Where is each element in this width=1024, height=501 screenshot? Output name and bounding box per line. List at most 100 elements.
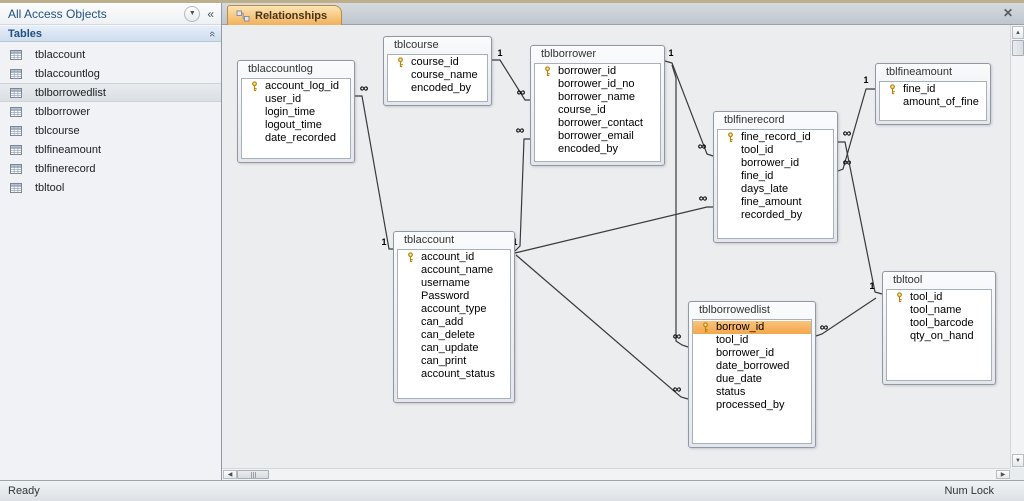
field-tblcourse-course_id[interactable]: course_id [388, 56, 487, 69]
sidebar-item-tblfineamount[interactable]: tblfineamount [0, 140, 221, 159]
field-tblaccountlog-user_id[interactable]: user_id [242, 93, 350, 106]
relationship-tblborrower-tblborrowedlist[interactable]: ∞ [671, 64, 689, 348]
close-document-button[interactable]: ✕ [1000, 6, 1016, 22]
field-tblfineamount-fine_id[interactable]: fine_id [880, 83, 986, 96]
field-tblfinerecord-fine_id[interactable]: fine_id [718, 170, 833, 183]
relationship-tblaccount-tblborrowedlist[interactable]: ∞ [515, 254, 689, 400]
field-tblborrower-borrower_id[interactable]: borrower_id [535, 65, 660, 78]
field-tblfinerecord-fine_amount[interactable]: fine_amount [718, 196, 833, 209]
field-tblaccountlog-account_log_id[interactable]: account_log_id [242, 80, 350, 93]
tab-label: Relationships [255, 9, 328, 22]
horizontal-scrollbar-thumb[interactable] [237, 470, 269, 479]
relationship-tbltool-tblborrowedlist[interactable]: ∞ [815, 297, 877, 337]
relationship-tblaccount-tblborrower[interactable]: ∞1 [512, 123, 530, 252]
field-tblaccount-account_type[interactable]: account_type [398, 303, 510, 316]
sidebar-item-label: tblcourse [35, 124, 80, 137]
field-tblcourse-encoded_by[interactable]: encoded_by [388, 82, 487, 95]
table-icon [10, 144, 22, 155]
field-tblborrowedlist-date_borrowed[interactable]: date_borrowed [693, 360, 811, 373]
field-tblaccount-account_status[interactable]: account_status [398, 368, 510, 381]
field-tblaccount-can_add[interactable]: can_add [398, 316, 510, 329]
vertical-scrollbar-thumb[interactable] [1012, 40, 1024, 56]
field-tblaccount-can_print[interactable]: can_print [398, 355, 510, 368]
scroll-down-button[interactable]: ▼ [1012, 454, 1024, 467]
relationship-tblborrower-tblfinerecord[interactable]: 1∞ [664, 48, 714, 157]
shutter-bar-close-button[interactable]: « [204, 7, 217, 21]
field-tbltool-qty_on_hand[interactable]: qty_on_hand [887, 330, 991, 343]
field-tblaccount-account_id[interactable]: account_id [398, 251, 510, 264]
field-tblfinerecord-tool_id[interactable]: tool_id [718, 144, 833, 157]
scroll-right-button[interactable]: ▶ [996, 470, 1010, 479]
vertical-scrollbar[interactable]: ▲ ▼ [1010, 25, 1024, 468]
field-tblborrowedlist-tool_id[interactable]: tool_id [693, 334, 811, 347]
collapse-group-icon[interactable]: « [205, 30, 218, 37]
field-tblaccountlog-date_recorded[interactable]: date_recorded [242, 132, 350, 145]
field-tblaccount-username[interactable]: username [398, 277, 510, 290]
relationship-tbltool-tblfinerecord[interactable]: ∞1 [838, 126, 883, 295]
relationship-tblcourse-tblborrower[interactable]: 1∞ [492, 48, 530, 101]
sidebar-item-label: tblaccountlog [35, 67, 100, 80]
sidebar-item-tblborrower[interactable]: tblborrower [0, 102, 221, 121]
close-icon: ✕ [1002, 6, 1014, 20]
scroll-left-button[interactable]: ◀ [223, 470, 237, 479]
sidebar-item-tblfinerecord[interactable]: tblfinerecord [0, 159, 221, 178]
table-title: tbltool [893, 274, 923, 286]
field-tblaccountlog-logout_time[interactable]: logout_time [242, 119, 350, 132]
arrow-left-icon: ◀ [227, 472, 233, 478]
field-tbltool-tool_name[interactable]: tool_name [887, 304, 991, 317]
sidebar-item-label: tblaccount [35, 48, 86, 61]
field-tbltool-tool_id[interactable]: tool_id [887, 291, 991, 304]
field-tblfinerecord-recorded_by[interactable]: recorded_by [718, 209, 833, 222]
horizontal-scrollbar-track[interactable] [269, 469, 995, 480]
field-tblborrower-borrower_email[interactable]: borrower_email [535, 130, 660, 143]
relationships-icon [236, 10, 250, 22]
field-name: days_late [741, 183, 789, 195]
field-tbltool-tool_barcode[interactable]: tool_barcode [887, 317, 991, 330]
field-tblcourse-course_name[interactable]: course_name [388, 69, 487, 82]
field-tblborrowedlist-borrower_id[interactable]: borrower_id [693, 347, 811, 360]
field-tblfinerecord-fine_record_id[interactable]: fine_record_id [718, 131, 833, 144]
field-tblaccount-Password[interactable]: Password [398, 290, 510, 303]
field-name: borrower_name [558, 91, 636, 103]
sidebar-item-tblborrowedlist[interactable]: tblborrowedlist [0, 83, 221, 102]
field-tblborrowedlist-due_date[interactable]: due_date [693, 373, 811, 386]
sidebar-item-tblcourse[interactable]: tblcourse [0, 121, 221, 140]
field-tblfineamount-amount_of_fine[interactable]: amount_of_fine [880, 96, 986, 109]
field-tblborrower-borrower_id_no[interactable]: borrower_id_no [535, 78, 660, 91]
table-icon [10, 49, 22, 60]
relationship-tblfineamount-tblfinerecord[interactable]: 1∞ [837, 75, 875, 172]
relationship-tblaccount-tblaccountlog[interactable]: ∞1 [355, 81, 393, 250]
field-tblaccount-can_delete[interactable]: can_delete [398, 329, 510, 342]
field-tblfinerecord-days_late[interactable]: days_late [718, 183, 833, 196]
field-tblborrowedlist-status[interactable]: status [693, 386, 811, 399]
field-tblaccount-can_update[interactable]: can_update [398, 342, 510, 355]
scroll-up-button[interactable]: ▲ [1012, 26, 1024, 39]
relationship-tblaccount-tblfinerecord[interactable]: ∞ [514, 191, 713, 254]
field-tblborrower-borrower_name[interactable]: borrower_name [535, 91, 660, 104]
field-tblborrower-encoded_by[interactable]: encoded_by [535, 143, 660, 156]
sidebar-item-tblaccount[interactable]: tblaccount [0, 45, 221, 64]
field-tblaccount-account_name[interactable]: account_name [398, 264, 510, 277]
field-tblfinerecord-borrower_id[interactable]: borrower_id [718, 157, 833, 170]
field-tblborrowedlist-processed_by[interactable]: processed_by [693, 399, 811, 412]
tables-group-header[interactable]: Tables « [0, 25, 221, 42]
field-tblaccountlog-login_time[interactable]: login_time [242, 106, 350, 119]
sidebar-item-tbltool[interactable]: tbltool [0, 178, 221, 197]
field-tblborrower-course_id[interactable]: course_id [535, 104, 660, 117]
field-tblborrowedlist-borrow_id[interactable]: borrow_id [693, 321, 811, 334]
field-tblborrower-borrower_contact[interactable]: borrower_contact [535, 117, 660, 130]
horizontal-scrollbar[interactable]: ◀ ▶ [222, 468, 1010, 480]
navigation-pane-menu-button[interactable]: ▼ [184, 5, 201, 22]
sidebar-item-tblaccountlog[interactable]: tblaccountlog [0, 64, 221, 83]
tab-relationships[interactable]: Relationships [227, 5, 343, 25]
